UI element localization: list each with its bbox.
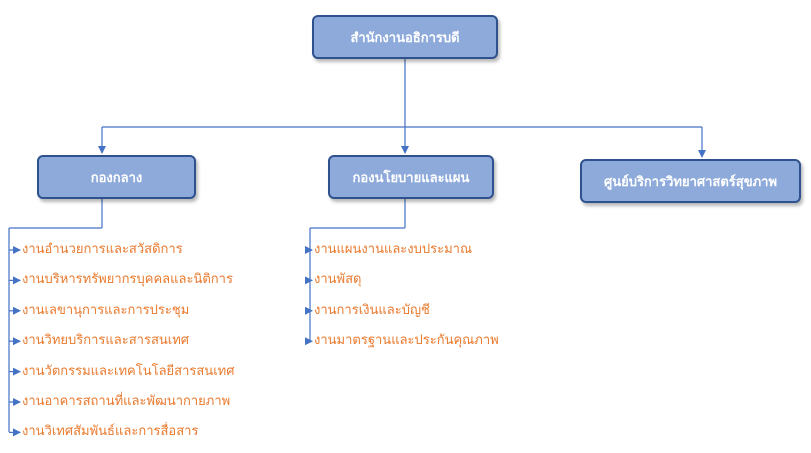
unit-item: งานวิทยบริการและสารสนเทศ — [22, 333, 190, 349]
unit-item: งานการเงินและบัญชี — [314, 302, 430, 318]
division-box-policy-plan: กองนโยบายและแผน — [328, 155, 494, 199]
unit-item: งานอำนวยการและสวัสดิการ — [22, 242, 183, 257]
policy-plan-division-unit-list: งานแผนงานและงบประมาณ งานพัสดุ งานการเงิน… — [314, 240, 499, 362]
division-label: ศูนย์บริการวิทยาศาสตร์สุขภาพ — [603, 174, 778, 190]
unit-item: งานวิเทศสัมพันธ์และการสื่อสาร — [22, 424, 199, 440]
unit-item: งานเลขานุการและการประชุม — [22, 302, 190, 318]
root-office-label: สำนักงานอธิการบดี — [350, 30, 460, 46]
unit-item: งานแผนงานและงบประมาณ — [314, 242, 473, 257]
division-box-central: กองกลาง — [37, 155, 196, 199]
division-label: กองนโยบายและแผน — [352, 170, 470, 186]
root-office-box: สำนักงานอธิการบดี — [312, 15, 498, 59]
unit-item: งานวัตกรรมและเทคโนโลยีสารสนเทศ — [22, 363, 235, 379]
unit-item: งานบริหารทรัพยากรบุคคลและนิติการ — [22, 272, 233, 288]
division-label: กองกลาง — [90, 170, 143, 186]
unit-item: งานมาตรฐานและประกันคุณภาพ — [314, 333, 499, 349]
unit-item: งานอาคารสถานที่และพัฒนากายภาพ — [22, 393, 231, 409]
division-box-health-science-center: ศูนย์บริการวิทยาศาสตร์สุขภาพ — [580, 159, 801, 203]
central-division-unit-list: งานอำนวยการและสวัสดิการ งานบริหารทรัพยาก… — [22, 240, 234, 453]
unit-item: งานพัสดุ — [314, 272, 362, 288]
